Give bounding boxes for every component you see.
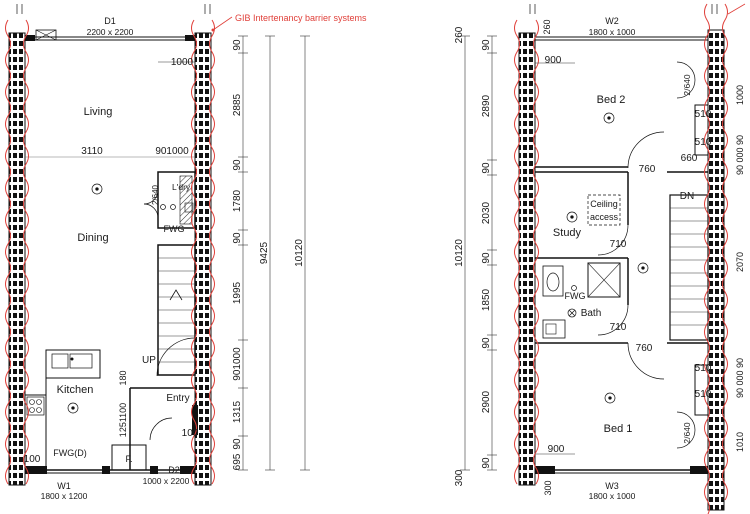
ff-vdim-2890: 2890 — [481, 94, 492, 117]
fwg-upper: FWG — [565, 291, 586, 301]
ff-vdim-90-d: 90 — [481, 337, 492, 349]
dim-260-ff: 260 — [542, 19, 552, 34]
room-laundry: L'dry — [172, 182, 191, 192]
vdim-90-c: 90 — [232, 232, 243, 244]
dim-660: 660 — [681, 153, 698, 164]
vdim-901000: 901000 — [232, 347, 243, 381]
dim-2640-top: 2/640 — [682, 74, 692, 96]
dim-900-bot: 900 — [548, 444, 565, 455]
window-w3-tag: W3 — [605, 481, 619, 491]
door-d2-tag: D2 — [168, 465, 180, 475]
dim-100-left: 100 — [24, 454, 41, 465]
room-bed2: Bed 2 — [597, 94, 626, 106]
room-kitchen: Kitchen — [57, 384, 94, 396]
fwg-d-kitchen: FWG(D) — [53, 448, 87, 458]
room-bath: Bath — [581, 308, 602, 319]
window-w1-tag: W1 — [57, 481, 71, 491]
door-d1-size: 2200 x 2200 — [87, 27, 134, 37]
vdim-90-b: 90 — [232, 159, 243, 171]
dim-1000-top: 1000 — [171, 57, 194, 68]
ff-vdim-90-c: 90 — [481, 252, 492, 264]
ff-vdim-1850: 1850 — [481, 288, 492, 311]
dim-710-a: 710 — [610, 239, 627, 250]
stairs-up: UP — [142, 355, 156, 366]
dim-510-b: 510 — [695, 137, 712, 148]
right-dim-90000-a: 90 000 90 — [735, 135, 745, 175]
right-dim-90000-b: 90 000 90 — [735, 358, 745, 398]
fwg-ground: FWG — [164, 224, 185, 234]
ff-vdim-2900: 2900 — [481, 390, 492, 413]
vdim-90-a: 90 — [232, 39, 243, 51]
dim-100-right: 100 — [182, 428, 199, 439]
annotation-label: GIB Intertenancy barrier systems — [235, 13, 367, 23]
door-d1-tag: D1 — [104, 16, 116, 26]
dim-90-1000: 901000 — [155, 146, 189, 157]
ground-floor-plan: GIB Intertenancy barrier systems D1 2200… — [5, 4, 367, 501]
ff-vdim-300: 300 — [454, 469, 465, 486]
stairs-dn: DN — [680, 191, 694, 202]
dim-2640-ground: 2/640 — [151, 184, 160, 205]
vdim-2885: 2885 — [232, 93, 243, 116]
door-d2-size: 1000 x 2200 — [143, 476, 190, 486]
ff-vdim-10120: 10120 — [454, 239, 465, 267]
barrier-right-ground — [191, 19, 197, 485]
left-party-wall — [8, 32, 26, 486]
dim-2640-bot: 2/640 — [682, 422, 692, 444]
left-party-wall-upper — [518, 32, 536, 486]
ff-vdim-2030: 2030 — [481, 201, 492, 224]
vdim-10120-ground: 10120 — [294, 239, 305, 267]
vdim-695: 695 — [232, 453, 243, 470]
cupboard-f: F. — [125, 454, 132, 464]
dim-3110: 3110 — [81, 146, 103, 157]
dim-180: 180 — [118, 370, 128, 385]
ff-vdim-90-a: 90 — [481, 39, 492, 51]
dim-510-a: 510 — [695, 109, 712, 120]
window-w2-size: 1800 x 1000 — [589, 27, 636, 37]
ff-vdim-90-e: 90 — [481, 457, 492, 469]
right-dim-2070: 2070 — [735, 252, 745, 272]
room-entry: Entry — [166, 393, 189, 404]
room-study: Study — [553, 227, 582, 239]
vdim-1780: 1780 — [232, 189, 243, 212]
dim-300-ff: 300 — [543, 480, 553, 495]
dim-710-b: 710 — [610, 322, 627, 333]
room-dining: Dining — [77, 232, 108, 244]
dim-510-d: 510 — [695, 389, 712, 400]
window-w3-size: 1800 x 1000 — [589, 491, 636, 501]
barrier-left-ground — [5, 19, 11, 485]
dim-760-bot: 760 — [636, 343, 653, 354]
ceiling-label: Ceiling — [590, 199, 618, 209]
dim-900-top: 900 — [545, 55, 562, 66]
right-dim-1010: 1010 — [735, 432, 745, 452]
vdim-90-d: 90 — [232, 438, 243, 450]
window-w1-size: 1800 x 1200 — [41, 491, 88, 501]
room-bed1: Bed 1 — [604, 423, 633, 435]
vdim-1995: 1995 — [232, 281, 243, 304]
dim-510-c: 510 — [695, 363, 712, 374]
vdim-9425: 9425 — [259, 241, 270, 264]
dim-760-top: 760 — [639, 164, 656, 175]
first-floor-plan: W2 1800 x 1000 260 900 Bed 2 2/640 510 5… — [454, 3, 746, 514]
ff-vdim-90-b: 90 — [481, 162, 492, 174]
ff-vdim-260: 260 — [454, 26, 465, 43]
right-party-wall-upper — [707, 29, 725, 511]
access-label: access — [590, 212, 619, 222]
room-living: Living — [84, 106, 113, 118]
window-w2-tag: W2 — [605, 16, 619, 26]
vdim-1315: 1315 — [232, 400, 243, 423]
right-dim-1000: 1000 — [735, 85, 745, 105]
dim-1251100: 1251100 — [118, 403, 128, 437]
